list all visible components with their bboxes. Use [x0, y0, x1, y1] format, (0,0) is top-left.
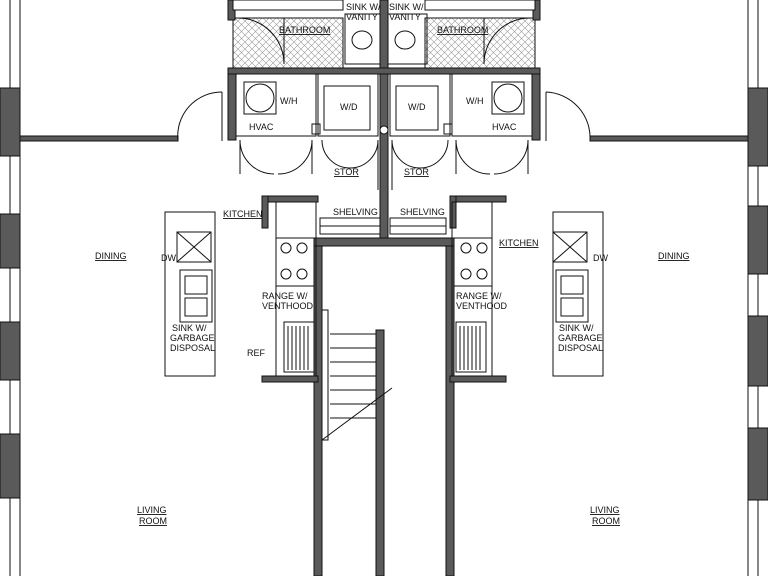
label-ref-left: REF	[247, 348, 266, 358]
label-range-left-2: VENTHOOD	[262, 301, 314, 311]
label-shelving-left: SHELVING	[333, 207, 378, 217]
label-range-right-2: VENTHOOD	[456, 301, 508, 311]
label-living-left-2: ROOM	[139, 516, 167, 526]
bathroom-left	[227, 0, 344, 69]
label-sink-disposal-right-1: SINK W/	[559, 323, 594, 333]
label-range-right-1: RANGE W/	[456, 291, 502, 301]
label-bathroom-right: BATHROOM	[437, 25, 488, 35]
label-sink-vanity-right-1: SINK W/	[389, 2, 424, 12]
windows-left	[0, 87, 21, 499]
central-walls	[227, 0, 541, 576]
label-wh-right: W/H	[466, 96, 484, 106]
label-kitchen-right: KITCHEN	[499, 238, 539, 248]
label-living-left-1: LIVING	[137, 505, 167, 515]
label-sink-disposal-left-1: SINK W/	[172, 323, 207, 333]
label-shelving-right: SHELVING	[400, 207, 445, 217]
door-swings-dining	[177, 91, 591, 142]
label-sink-disposal-left-3: DISPOSAL	[170, 343, 215, 353]
label-range-left-1: RANGE W/	[262, 291, 308, 301]
label-hvac-left: HVAC	[249, 122, 274, 132]
label-kitchen-left: KITCHEN	[223, 209, 263, 219]
label-wd-right: W/D	[408, 102, 426, 112]
stair	[321, 309, 393, 441]
label-wh-left: W/H	[280, 96, 298, 106]
kitchen-left	[261, 195, 319, 383]
column	[379, 125, 389, 135]
label-stor-left: STOR	[334, 167, 359, 177]
label-stor-right: STOR	[404, 167, 429, 177]
room-labels: BATHROOM BATHROOM SINK W/ VANITY SINK W/…	[95, 2, 690, 526]
label-dining-right: DINING	[658, 251, 690, 261]
label-hvac-right: HVAC	[492, 122, 517, 132]
bathroom-right	[424, 0, 541, 69]
label-sink-disposal-left-2: GARBAGE	[170, 333, 215, 343]
island-left	[164, 211, 216, 377]
label-sink-disposal-right-3: DISPOSAL	[558, 343, 603, 353]
label-living-right-1: LIVING	[590, 505, 620, 515]
island-right	[552, 211, 604, 377]
label-dining-left: DINING	[95, 251, 127, 261]
label-sink-vanity-left-2: VANITY	[346, 12, 378, 22]
label-wd-left: W/D	[340, 102, 358, 112]
utility-closets	[227, 73, 541, 190]
label-bathroom-left: BATHROOM	[279, 25, 330, 35]
label-sink-vanity-right-2: VANITY	[389, 12, 421, 22]
shelving	[319, 217, 447, 235]
label-dw-left: DW	[161, 253, 176, 263]
windows-right	[747, 87, 768, 501]
label-living-right-2: ROOM	[592, 516, 620, 526]
label-sink-vanity-left-1: SINK W/	[346, 2, 381, 12]
label-dw-right: DW	[593, 253, 608, 263]
kitchen-right	[449, 195, 507, 383]
label-sink-disposal-right-2: GARBAGE	[558, 333, 603, 343]
